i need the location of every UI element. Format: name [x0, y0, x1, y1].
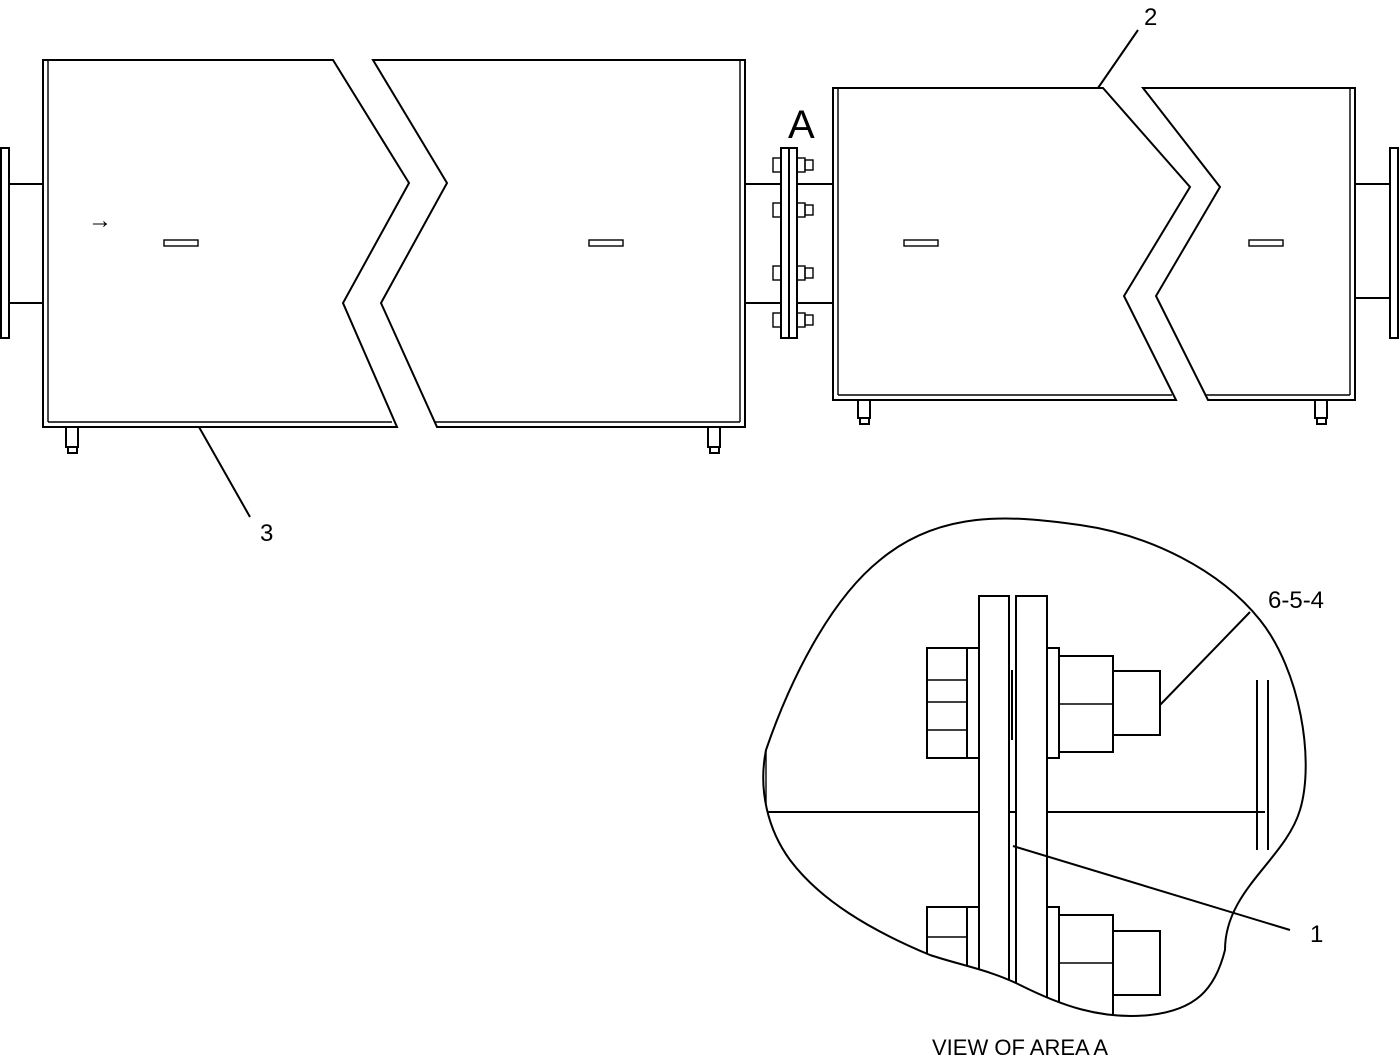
callout-part-2: 2 — [1097, 4, 1157, 89]
label-plate — [903, 239, 939, 247]
callout-part-1: 1 — [1012, 845, 1323, 948]
bolt-set — [772, 265, 814, 281]
detail-caption: VIEW OF AREA A — [932, 1035, 1108, 1060]
callout-label: 2 — [1144, 4, 1157, 31]
detail-view-area-a — [762, 517, 1307, 1017]
muffler-body-part-2 — [832, 87, 1356, 425]
callout-label: 1 — [1310, 921, 1323, 948]
callout-parts-6-5-4: 6-5-4 — [1159, 587, 1324, 706]
label-plate — [588, 239, 624, 247]
bolt-set — [772, 312, 814, 328]
mounting-foot — [707, 426, 721, 454]
callout-part-3: 3 — [198, 426, 273, 547]
mounting-foot — [1314, 399, 1328, 425]
bolt-set — [772, 157, 814, 173]
inlet-flange — [0, 147, 43, 339]
outlet-flange — [1355, 147, 1399, 339]
callout-label: 6-5-4 — [1268, 587, 1324, 614]
bolt-set — [772, 202, 814, 218]
label-plate — [1248, 239, 1284, 247]
flange-joint-part-1 — [745, 147, 833, 339]
mounting-foot — [857, 399, 871, 425]
mounting-foot — [65, 426, 79, 454]
callout-label: 3 — [260, 520, 273, 547]
area-marker-a: A — [788, 103, 815, 147]
flow-direction-arrow: → — [88, 207, 112, 234]
label-plate — [163, 239, 199, 247]
muffler-body-part-3 — [42, 59, 746, 454]
